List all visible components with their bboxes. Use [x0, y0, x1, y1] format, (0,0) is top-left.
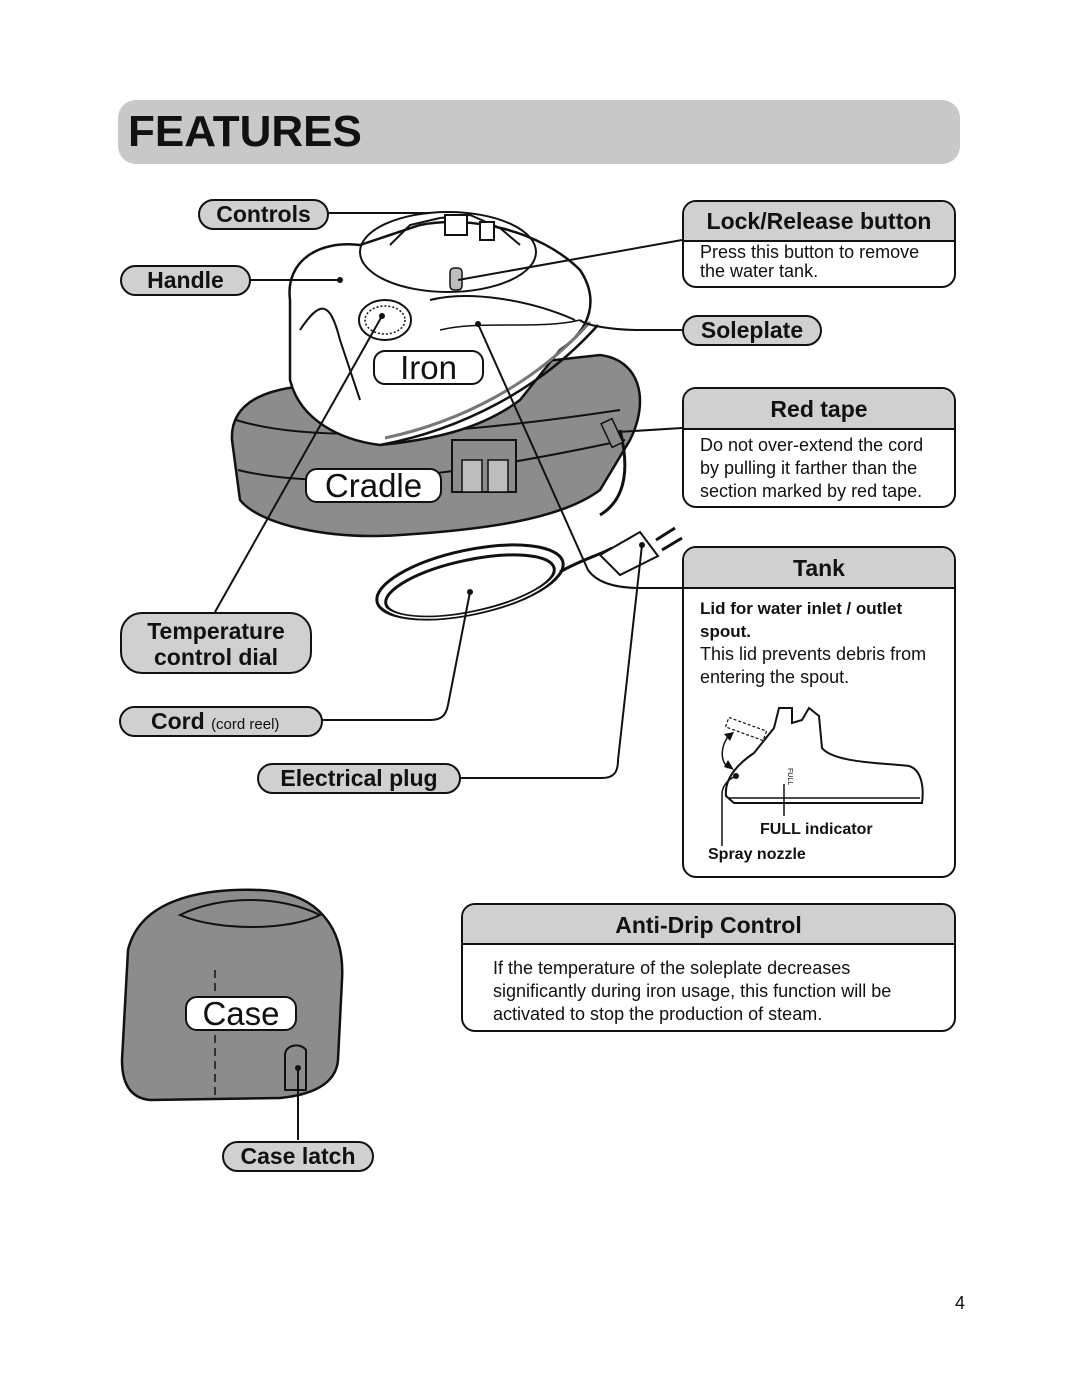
anti-drip-text: If the temperature of the soleplate decr…: [463, 945, 954, 1026]
label-case-latch: Case latch: [222, 1141, 374, 1172]
cradle-label-text: Cradle: [324, 467, 423, 504]
cord-label-text: Cord: [151, 708, 205, 734]
handle-label-text: Handle: [147, 267, 224, 293]
temperature-label-line1: Temperature: [147, 618, 285, 644]
page-title: FEATURES: [128, 107, 362, 156]
title-bar: [118, 100, 960, 164]
label-cradle: Cradle: [305, 468, 442, 503]
tank-lid-line2: spout.: [700, 622, 751, 641]
cord-note-text: (cord reel): [211, 716, 280, 733]
electrical-plug-label-text: Electrical plug: [280, 765, 438, 791]
label-electrical-plug: Electrical plug: [257, 763, 461, 794]
tank-text: Lid for water inlet / outlet spout. This…: [684, 589, 954, 689]
temperature-label-line2: control dial: [154, 644, 278, 670]
lock-release-box: Lock/Release button Press this button to…: [682, 200, 956, 288]
label-temperature-dial: Temperature control dial: [120, 612, 312, 674]
red-tape-text: Do not over-extend the cord by pulling i…: [684, 430, 954, 503]
lock-release-line1: Press this button to remove: [700, 242, 920, 262]
red-tape-line3: section marked by red tape.: [700, 481, 923, 501]
tank-illustration: FULL: [721, 706, 924, 846]
label-controls: Controls: [198, 199, 329, 230]
iron-label-text: Iron: [400, 349, 457, 386]
red-tape-box: Red tape Do not over-extend the cord by …: [682, 387, 956, 508]
anti-drip-line2: significantly during iron usage, this fu…: [493, 981, 892, 1001]
tank-heading: Tank: [684, 548, 954, 589]
label-cord: Cord (cord reel): [119, 706, 323, 737]
tank-text-line1: This lid prevents debris from: [700, 644, 927, 664]
page-number: 4: [955, 1293, 966, 1313]
anti-drip-box: Anti-Drip Control If the temperature of …: [461, 903, 956, 1032]
anti-drip-heading: Anti-Drip Control: [463, 905, 954, 945]
red-tape-heading: Red tape: [684, 389, 954, 430]
soleplate-label-text: Soleplate: [700, 317, 804, 343]
label-soleplate: Soleplate: [682, 315, 822, 346]
anti-drip-line3: activated to stop the production of stea…: [493, 1004, 823, 1024]
lock-release-line2: the water tank.: [700, 261, 819, 281]
lock-release-text: Press this button to remove the water ta…: [684, 242, 954, 281]
label-handle: Handle: [120, 265, 251, 296]
red-tape-line1: Do not over-extend the cord: [700, 435, 924, 455]
anti-drip-line1: If the temperature of the soleplate decr…: [493, 958, 851, 978]
spray-nozzle-label: Spray nozzle: [708, 846, 806, 863]
full-indicator-label: FULL indicator: [760, 821, 873, 838]
tank-lid-line1: Lid for water inlet / outlet: [700, 599, 903, 618]
label-iron: Iron: [373, 350, 484, 385]
lock-release-heading: Lock/Release button: [684, 202, 954, 242]
label-case: Case: [185, 996, 297, 1031]
tank-full-mark: FULL: [786, 768, 793, 785]
case-illustration: [120, 888, 344, 1102]
case-latch-label-text: Case latch: [240, 1143, 356, 1169]
case-label-text: Case: [202, 995, 280, 1032]
tank-box: Tank Lid for water inlet / outlet spout.…: [682, 546, 956, 878]
controls-label-text: Controls: [216, 201, 311, 227]
red-tape-line2: by pulling it farther than the: [700, 458, 918, 478]
tank-text-line2: entering the spout.: [700, 667, 850, 687]
